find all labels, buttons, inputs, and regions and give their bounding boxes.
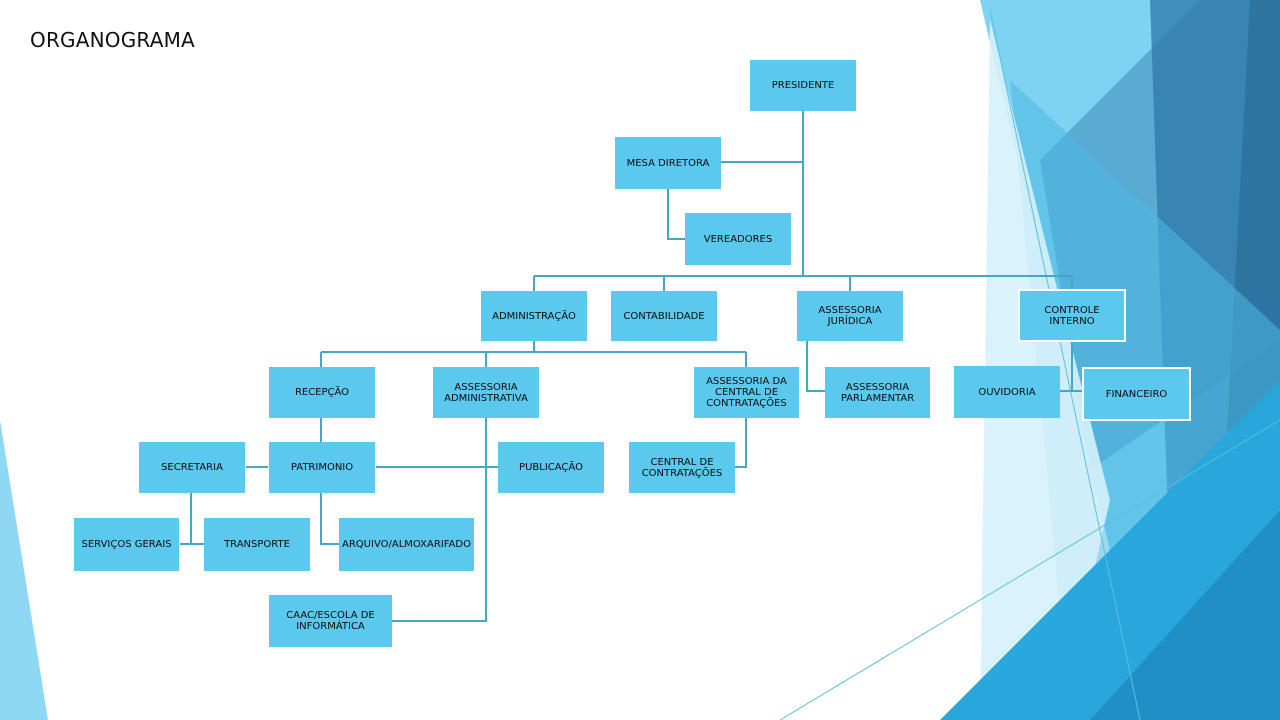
node-secretaria: SECRETARIA [139, 442, 245, 493]
node-patrimonio: PATRIMONIO [269, 442, 375, 493]
node-mesa-diretora: MESA DIRETORA [615, 137, 721, 189]
node-contabilidade: CONTABILIDADE [611, 291, 717, 341]
node-vereadores: VEREADORES [685, 213, 791, 265]
node-servicos-gerais: SERVIÇOS GERAIS [74, 518, 179, 571]
node-controle-interno: CONTROLE INTERNO [1018, 289, 1126, 342]
node-assessoria-parlamentar: ASSESSORIA PARLAMENTAR [825, 367, 930, 418]
node-transporte: TRANSPORTE [204, 518, 310, 571]
node-assessoria-central-contratacoes: ASSESSORIA DA CENTRAL DE CONTRATAÇÕES [694, 367, 799, 418]
node-assessoria-juridica: ASSESSORIA JURÍDICA [797, 291, 903, 341]
node-caac-escola-informatica: CAAC/ESCOLA DE INFORMÁTICA [269, 595, 392, 647]
node-assessoria-administrativa: ASSESSORIA ADMINISTRATIVA [433, 367, 539, 418]
node-publicacao: PUBLICAÇÃO [498, 442, 604, 493]
node-administracao: ADMINISTRAÇÃO [481, 291, 587, 341]
node-arquivo-almoxarifado: ARQUIVO/ALMOXARIFADO [339, 518, 474, 571]
node-presidente: PRESIDENTE [750, 60, 856, 111]
node-financeiro: FINANCEIRO [1082, 367, 1191, 421]
node-ouvidoria: OUVIDORIA [954, 366, 1060, 418]
node-central-contratacoes: CENTRAL DE CONTRATAÇÕES [629, 442, 735, 493]
page-title: ORGANOGRAMA [30, 28, 195, 52]
node-recepcao: RECEPÇÃO [269, 367, 375, 418]
